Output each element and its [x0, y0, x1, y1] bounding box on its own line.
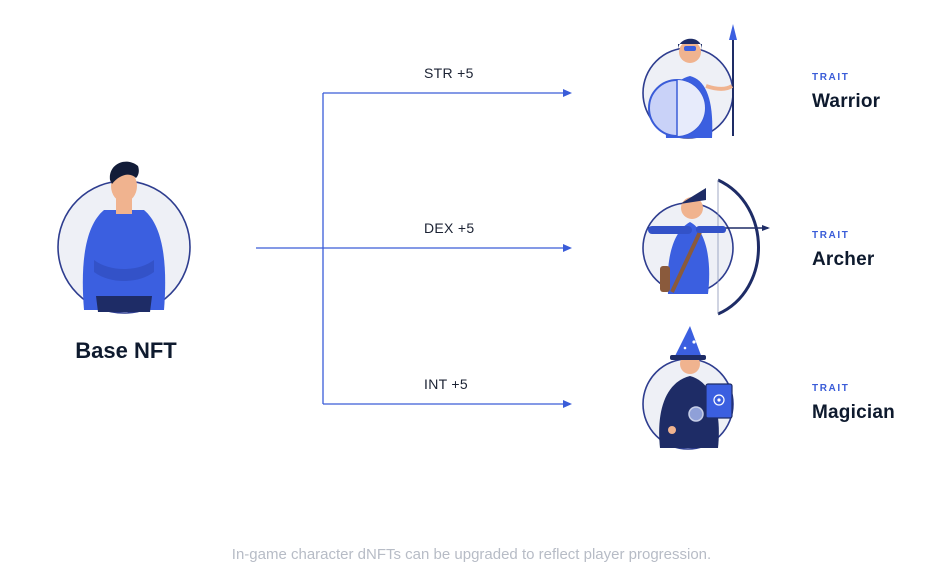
trait-kicker-warrior: TRAIT	[812, 72, 850, 83]
stat-label-dex: DEX +5	[424, 220, 475, 236]
trait-kicker-magician: TRAIT	[812, 383, 850, 394]
stat-label-str: STR +5	[424, 65, 474, 81]
archer-icon	[642, 178, 770, 316]
connector-lines	[256, 92, 566, 405]
base-nft-label: Base NFT	[75, 338, 177, 363]
magician-icon	[642, 326, 734, 450]
arrow-head-icon	[563, 244, 572, 252]
trait-name-archer: Archer	[812, 249, 875, 270]
stat-label-int: INT +5	[424, 376, 468, 392]
base-character-icon	[57, 161, 191, 314]
trait-kicker-archer: TRAIT	[812, 230, 850, 241]
figure-caption: In-game character dNFTs can be upgraded …	[231, 546, 712, 563]
arrow-head-icon	[563, 400, 572, 408]
trait-name-warrior: Warrior	[812, 91, 881, 112]
warrior-icon	[642, 24, 737, 139]
trait-name-magician: Magician	[812, 402, 895, 423]
arrow-heads	[563, 89, 572, 408]
arrow-head-icon	[563, 89, 572, 97]
